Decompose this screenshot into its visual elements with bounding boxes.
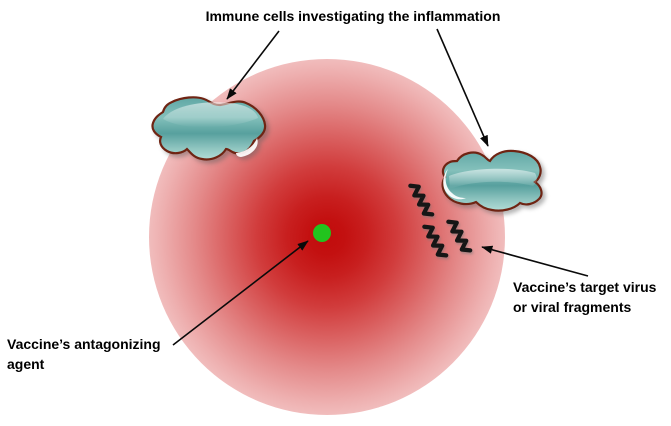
immune-cell-left-icon	[151, 96, 267, 161]
immune-cells-label: Immune cells investigating the inflammat…	[205, 8, 501, 24]
cell-shine	[236, 138, 258, 157]
immune-cells-group	[151, 96, 543, 212]
cell-gloss-highlight	[163, 102, 258, 128]
viral-fragment-icon	[446, 219, 473, 253]
arrow-to-viral-fragments	[481, 245, 589, 277]
viral-fragment-icon	[422, 224, 449, 258]
arrow-to-right-immune-cell	[436, 28, 489, 147]
immune-cell-right-icon	[441, 149, 543, 212]
arrow-to-agent-dot	[172, 240, 309, 346]
antagonizing-agent-dot	[313, 224, 331, 242]
cell-gloss-highlight	[449, 168, 537, 189]
cell-shine	[443, 169, 466, 200]
arrow-to-left-immune-cell	[226, 30, 280, 100]
antagonizing-agent-label: Vaccine’s antagonizing agent	[7, 336, 161, 372]
viral-fragments-group	[408, 183, 473, 258]
callout-arrows-group	[172, 28, 589, 346]
target-virus-label: Vaccine’s target virus or viral fragment…	[513, 279, 657, 315]
viral-fragment-icon	[408, 183, 435, 217]
